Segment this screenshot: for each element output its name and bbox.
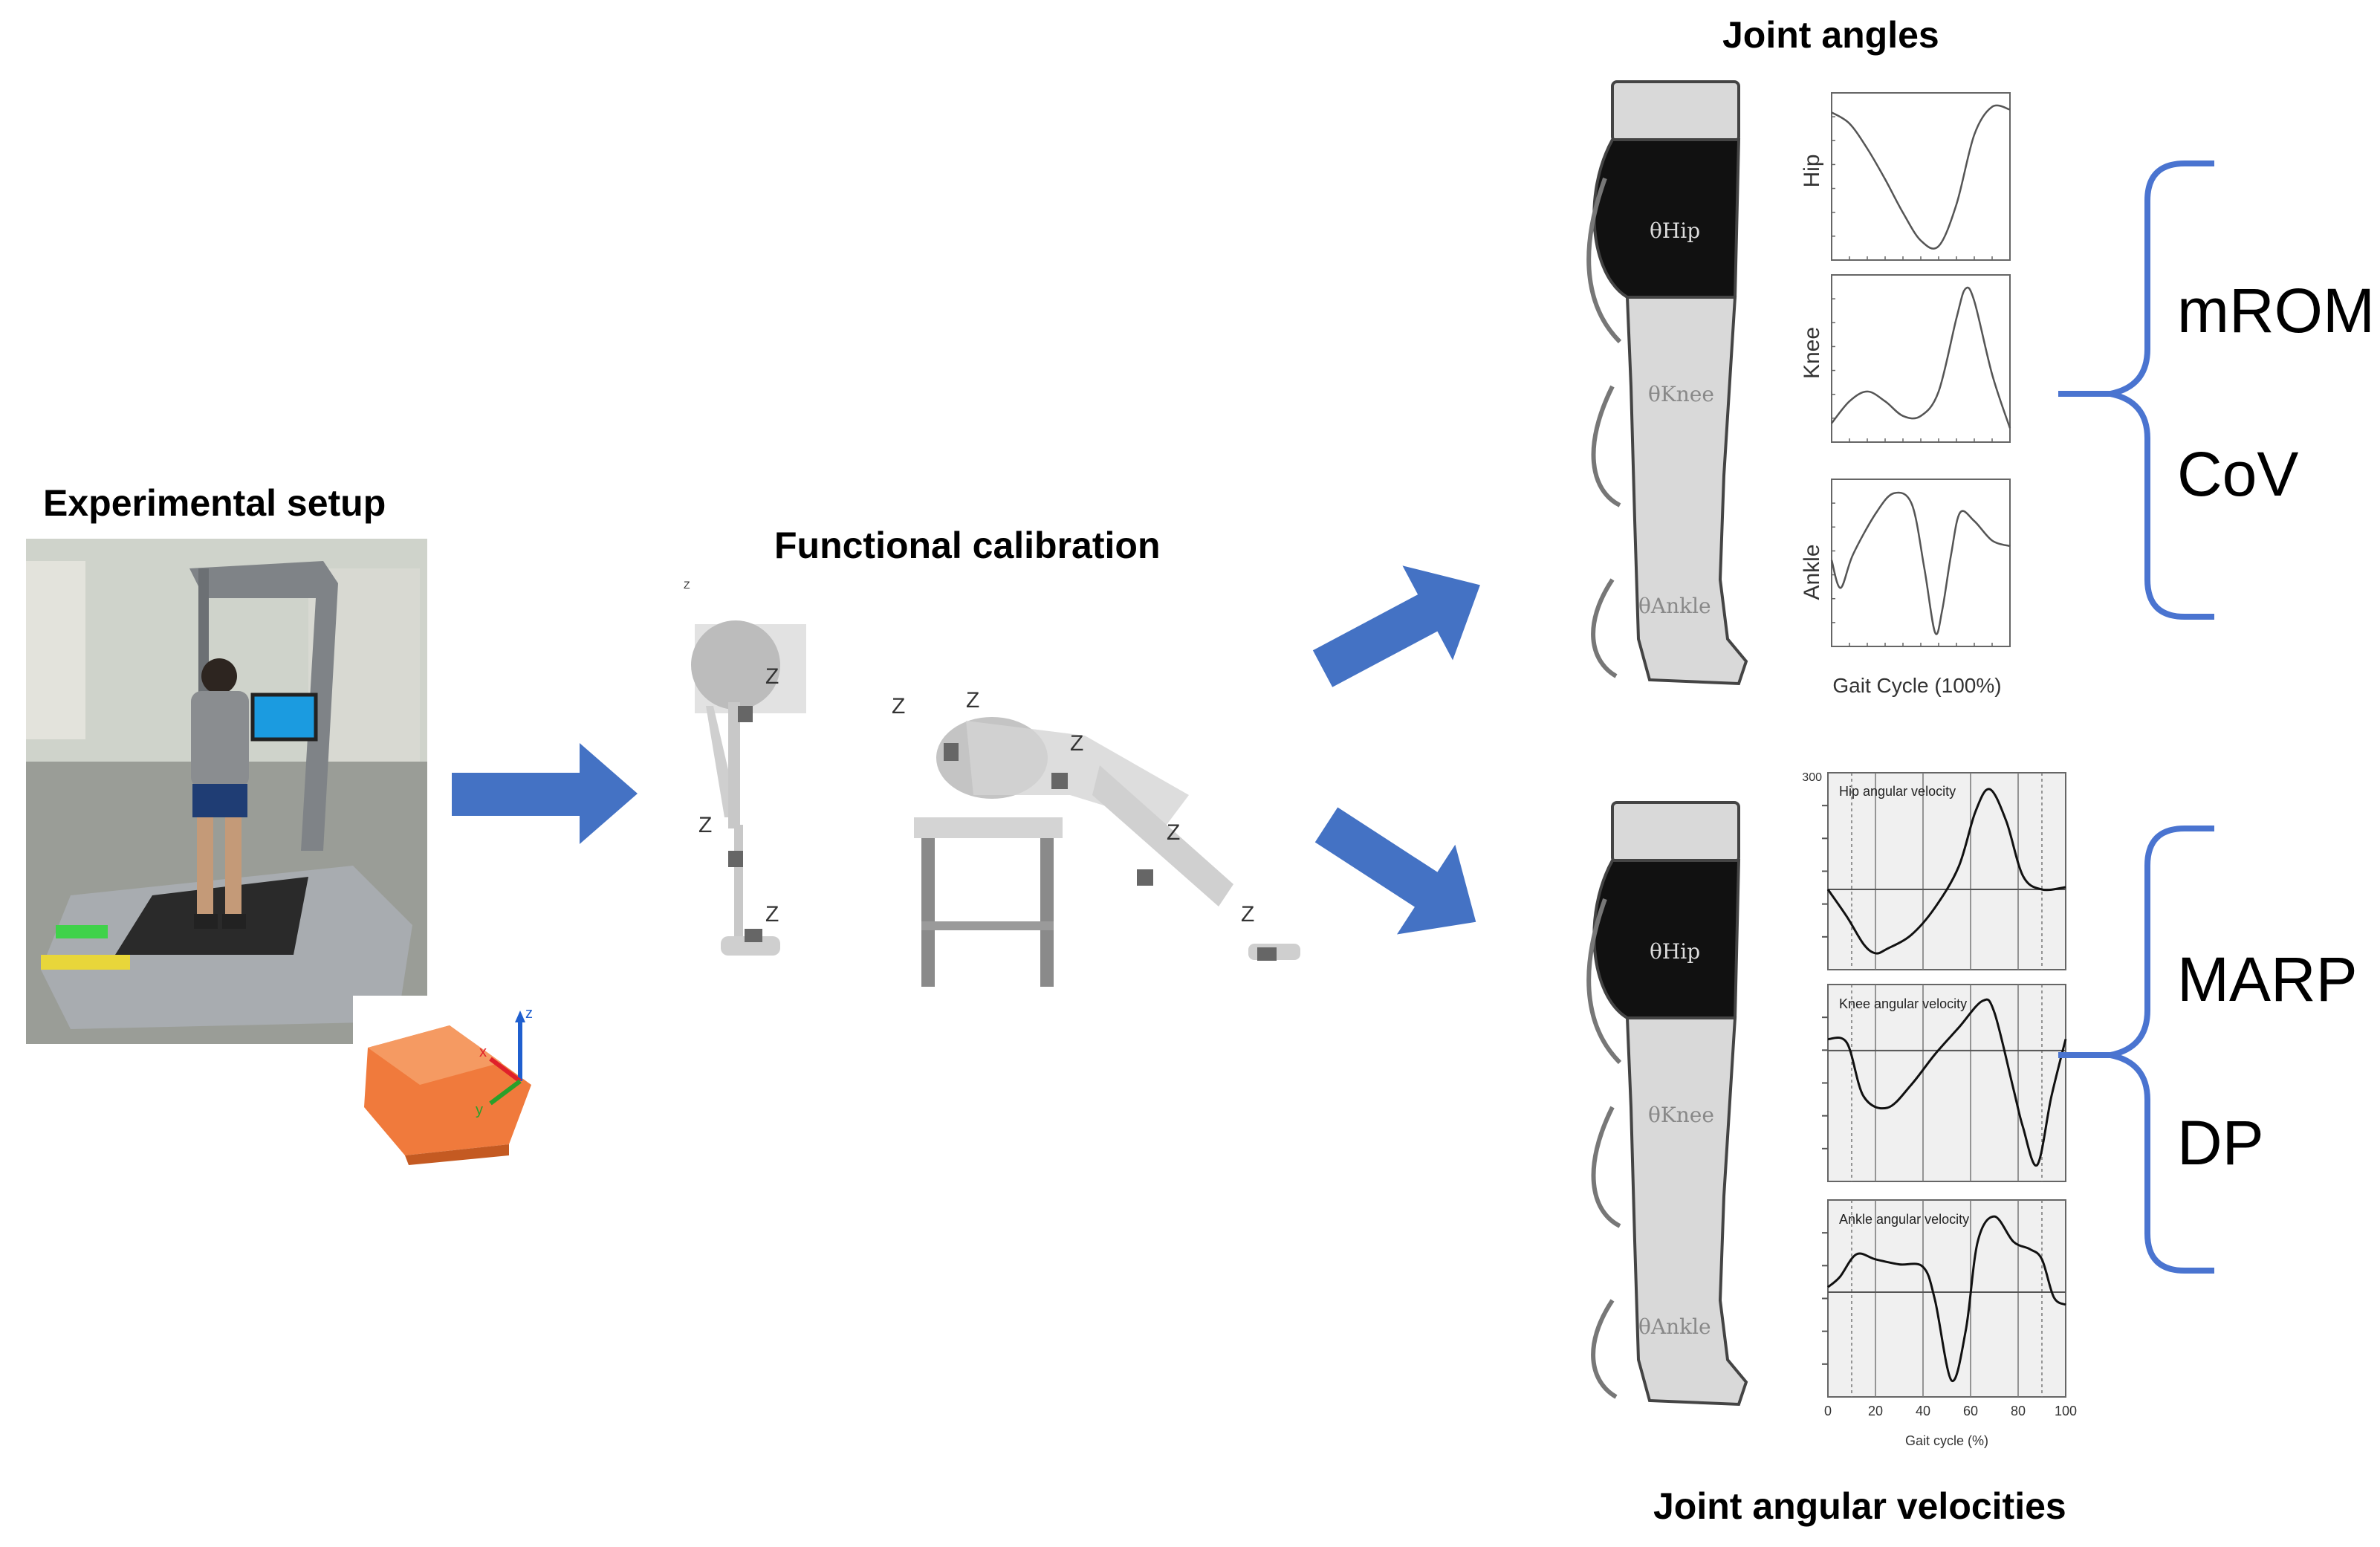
theta-knee-label: θKnee <box>1648 1103 1714 1127</box>
metric-mrom: mROM <box>2177 276 2375 346</box>
arrow-to-velocities <box>1314 807 1476 935</box>
joint-angles-title: Joint angles <box>1722 14 1939 56</box>
arrow-to-calibration <box>452 743 638 844</box>
x-tick-label: 0 <box>1824 1404 1832 1418</box>
x-axis <box>489 1057 522 1083</box>
metric-marp: MARP <box>2177 944 2358 1014</box>
standing-skeleton: Z Z Z Z <box>684 579 806 956</box>
x-tick-label: 40 <box>1916 1404 1930 1418</box>
svg-text:Z: Z <box>966 688 979 713</box>
leg-illustration-velocities: θHip θKnee θAnkle <box>1586 801 1748 1407</box>
chart-frame <box>1831 479 2011 647</box>
svg-text:Z: Z <box>1241 902 1254 927</box>
ankle-velocity-title: Ankle angular velocity <box>1839 1212 1969 1227</box>
theta-hip-label: θHip <box>1650 218 1700 243</box>
y-axis-label: y <box>476 1102 483 1118</box>
svg-text:Z: Z <box>684 579 690 591</box>
svg-text:Z: Z <box>765 664 779 689</box>
chart-frame <box>1827 984 2066 1182</box>
x-tick-label: 100 <box>2055 1404 2077 1418</box>
velocity-y-top-tick: 300 <box>1802 771 1822 784</box>
theta-ankle-label: θAnkle <box>1638 1314 1711 1339</box>
svg-text:Z: Z <box>1070 731 1083 756</box>
svg-text:Z: Z <box>892 694 905 719</box>
velocity-x-label: Gait cycle (%) <box>1905 1433 1988 1448</box>
series-line-0 <box>1831 104 2011 250</box>
x-tick-label: 60 <box>1963 1404 1978 1418</box>
x-tick-label: 80 <box>2011 1404 2026 1418</box>
svg-text:Z: Z <box>765 902 779 927</box>
seated-skeleton: Z Z Z Z Z <box>892 688 1300 961</box>
theta-knee-label: θKnee <box>1648 382 1714 406</box>
x-axis-label: x <box>479 1044 487 1060</box>
series-line-1 <box>1827 998 2067 1167</box>
joint-velocity-charts: 300 Hip angular velocity Knee angular ve… <box>1802 771 2077 1448</box>
calibration-figures: Z Z Z Z Z Z Z Z Z <box>684 579 1300 987</box>
series-line-0 <box>1826 788 2066 955</box>
functional-calibration-title: Functional calibration <box>774 525 1161 566</box>
y-axis <box>489 1079 522 1106</box>
experimental-setup-title: Experimental setup <box>43 482 386 524</box>
chart-frame <box>1827 772 2066 970</box>
treadmill-photo <box>26 539 427 1044</box>
theta-ankle-label: θAnkle <box>1638 594 1711 618</box>
knee-axis-label: Knee <box>1800 327 1824 379</box>
leg-illustration-angles: θHip θKnee θAnkle <box>1586 80 1748 686</box>
ankle-axis-label: Ankle <box>1800 544 1824 600</box>
metric-cov: CoV <box>2177 439 2299 509</box>
stool <box>914 817 1063 987</box>
metric-dp: DP <box>2177 1108 2264 1178</box>
brace-velocities <box>2058 826 2214 1274</box>
series-line-1 <box>1831 286 2011 429</box>
x-tick-label: 20 <box>1868 1404 1883 1418</box>
chart-frame <box>1831 274 2011 443</box>
joint-angular-velocities-title: Joint angular velocities <box>1653 1485 2066 1527</box>
z-axis-label: z <box>525 1005 533 1022</box>
svg-text:Z: Z <box>698 813 712 837</box>
knee-velocity-title: Knee angular velocity <box>1839 996 1967 1011</box>
theta-hip-label: θHip <box>1650 939 1700 964</box>
metric-braces <box>2058 160 2214 1274</box>
series-line-2 <box>1827 1215 2066 1383</box>
hip-axis-label: Hip <box>1800 154 1824 187</box>
hip-velocity-title: Hip angular velocity <box>1839 784 1956 799</box>
joint-angle-charts: Hip Knee Ankle Gait Cycle (100%) <box>1800 92 2011 697</box>
svg-text:Z: Z <box>1167 820 1180 845</box>
angle-x-label: Gait Cycle (100%) <box>1832 674 2001 697</box>
imu-sensor: z x y <box>353 996 546 1174</box>
series-line-2 <box>1830 491 2011 635</box>
brace-angles <box>2058 160 2214 620</box>
arrow-to-angles <box>1312 565 1480 687</box>
